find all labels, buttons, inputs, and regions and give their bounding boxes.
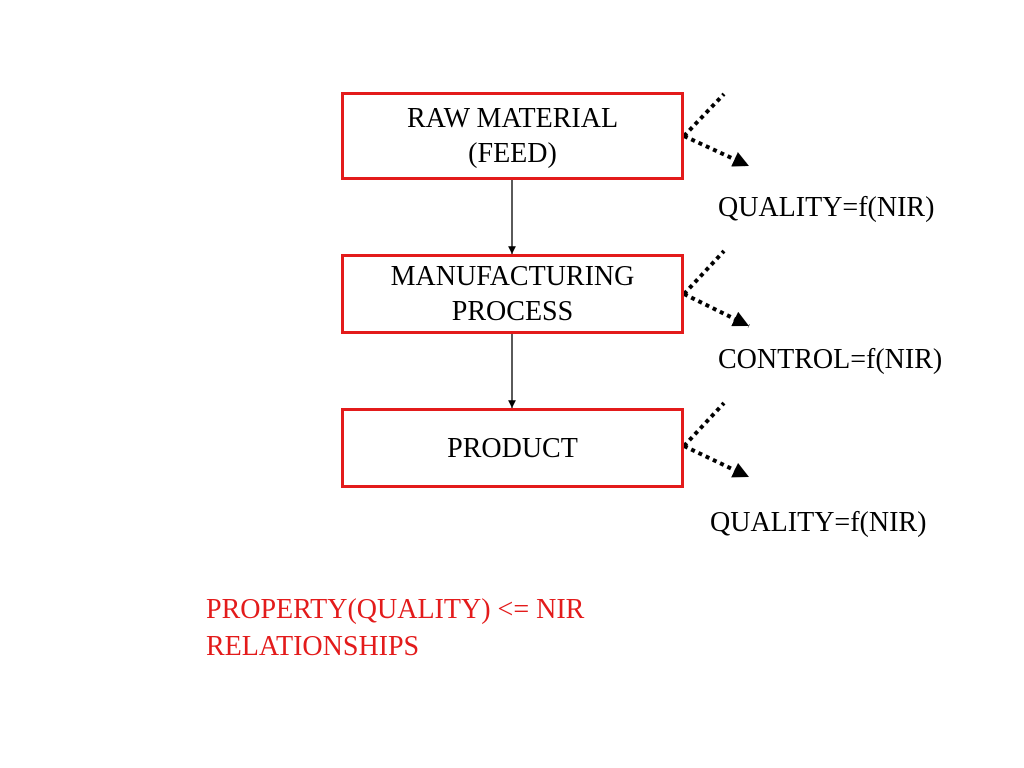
relationship-note: PROPERTY(QUALITY) <= NIR RELATIONSHIPS (206, 591, 584, 665)
product-quality-label: QUALITY=f(NIR) (710, 507, 927, 538)
raw-material-box: RAW MATERIAL (FEED) (341, 92, 684, 180)
nir-rays-process (682, 249, 750, 328)
raw-material-label-line1: RAW MATERIAL (406, 103, 619, 134)
note-line1: PROPERTY(QUALITY) <= NIR (206, 594, 585, 625)
manufacturing-process-box: MANUFACTURING PROCESS (341, 254, 684, 334)
raw-material-quality-label: QUALITY=f(NIR) (718, 192, 935, 223)
product-box: PRODUCT (341, 408, 684, 488)
process-control-label: CONTROL=f(NIR) (718, 344, 943, 375)
process-label-line1: MANUFACTURING (390, 261, 635, 292)
product-label: PRODUCT (447, 432, 578, 464)
process-label-line2: PROCESS (451, 296, 574, 327)
note-line2: RELATIONSHIPS (206, 631, 420, 662)
raw-material-label-line2: (FEED) (468, 138, 557, 169)
nir-rays-product (682, 401, 750, 479)
nir-rays-raw-material (682, 92, 750, 168)
